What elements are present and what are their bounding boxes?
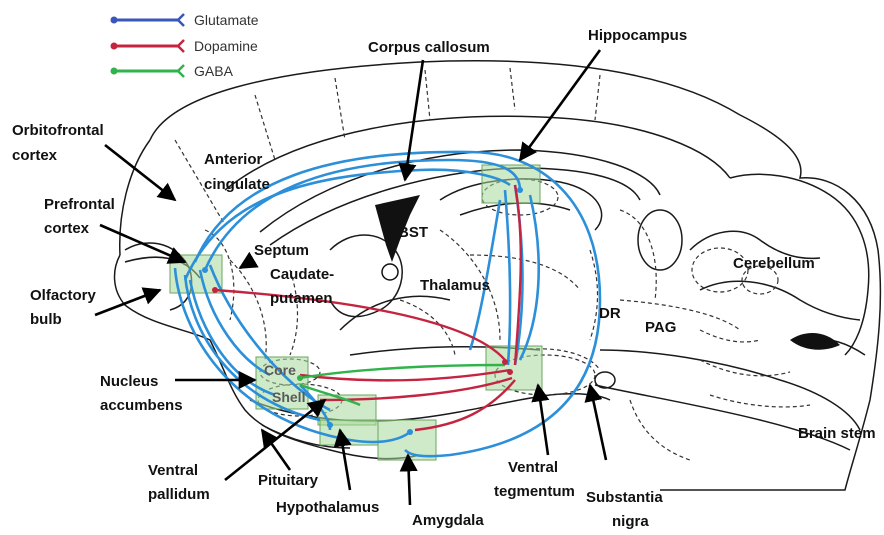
legend-label-gaba: GABA	[194, 63, 234, 79]
label-anterior-cingulate-2: cingulate	[204, 176, 270, 193]
highlighted-regions	[170, 165, 542, 460]
legend-label-glutamate: Glutamate	[194, 12, 259, 28]
label-substantia-nigra-2: nigra	[612, 513, 649, 530]
label-ventral-pallidum-1: Ventral	[148, 462, 198, 479]
label-caudate-2: putamen	[270, 290, 333, 307]
label-caudate-1: Caudate-	[270, 266, 334, 283]
label-hypothalamus: Hypothalamus	[276, 499, 379, 516]
label-amygdala: Amygdala	[412, 512, 484, 529]
legend-item-glutamate: Glutamate	[111, 12, 259, 28]
legend-label-dopamine: Dopamine	[194, 38, 258, 54]
label-pituitary: Pituitary	[258, 472, 319, 489]
label-bst: BST	[398, 224, 428, 241]
label-prefrontal-1: Prefrontal	[44, 196, 115, 213]
label-cerebellum: Cerebellum	[733, 255, 815, 272]
label-substantia-nigra-1: Substantia	[586, 489, 663, 506]
label-olfactory-2: bulb	[30, 311, 62, 328]
label-orbitofrontal-1: Orbitofrontal	[12, 122, 104, 139]
label-nucleus-accumbens-2: accumbens	[100, 397, 183, 414]
label-brain-stem: Brain stem	[798, 425, 876, 442]
label-ventral-tegmentum-1: Ventral	[508, 459, 558, 476]
label-olfactory-1: Olfactory	[30, 287, 97, 304]
label-core: Core	[264, 362, 296, 378]
label-septum: Septum	[254, 242, 309, 259]
label-shell: Shell	[272, 389, 305, 405]
label-ventral-tegmentum-2: tegmentum	[494, 483, 575, 500]
label-anterior-cingulate-1: Anterior	[204, 151, 263, 168]
label-prefrontal-2: cortex	[44, 220, 90, 237]
brain-outline	[115, 61, 881, 490]
label-ventral-pallidum-2: pallidum	[148, 486, 210, 503]
label-dr: DR	[599, 305, 621, 322]
label-corpus-callosum: Corpus callosum	[368, 39, 490, 56]
label-pag: PAG	[645, 319, 676, 336]
label-thalamus: Thalamus	[420, 277, 490, 294]
legend-item-dopamine: Dopamine	[111, 38, 259, 54]
label-hippocampus: Hippocampus	[588, 27, 687, 44]
label-nucleus-accumbens-1: Nucleus	[100, 373, 158, 390]
legend-item-gaba: GABA	[111, 63, 234, 79]
label-orbitofrontal-2: cortex	[12, 147, 58, 164]
legend: Glutamate Dopamine GABA	[111, 12, 259, 79]
